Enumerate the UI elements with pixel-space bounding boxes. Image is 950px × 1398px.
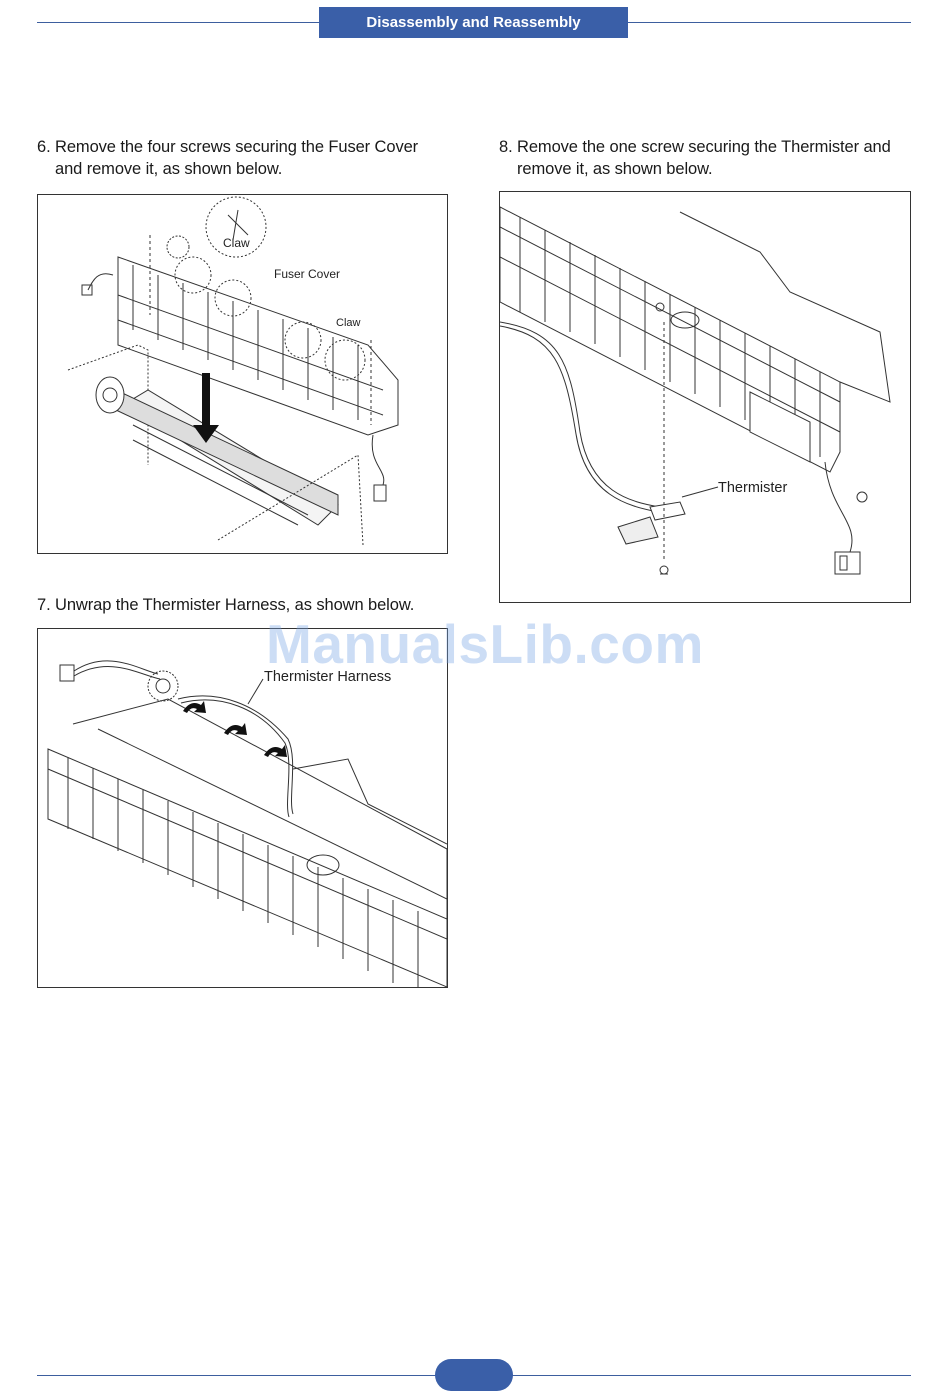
harness-illustration: Thermister Harness: [47, 660, 447, 987]
label-claw-top: Claw: [223, 236, 250, 250]
step-8-line-2: remove it, as shown below.: [517, 160, 713, 178]
fuser-cover-illustration: Claw Fuser Cover Claw: [67, 196, 399, 546]
down-arrow-icon: [193, 373, 219, 443]
label-thermister: Thermister: [718, 480, 787, 496]
curved-arrow-icon: [224, 723, 247, 735]
unwrap-arrows: [183, 701, 287, 757]
label-claw-right: Claw: [336, 317, 361, 329]
figure-fuser-cover-removal: Claw Fuser Cover Claw: [37, 194, 448, 554]
step-6-text: 6. Remove the four screws securing the F…: [37, 136, 418, 180]
thermister-illustration: Thermister: [500, 206, 891, 575]
figure-thermister-removal: Thermister: [499, 191, 911, 603]
step-6-line-1: 6. Remove the four screws securing the F…: [37, 138, 419, 156]
watermark: ManualsLib.com: [266, 613, 704, 675]
curved-arrow-icon: [183, 701, 206, 713]
step-8-text: 8. Remove the one screw securing the The…: [499, 136, 891, 180]
page-number-badge: [435, 1359, 513, 1391]
step-8-line-1: 8. Remove the one screw securing the The…: [499, 138, 891, 156]
section-title: Disassembly and Reassembly: [319, 7, 628, 38]
step-7-text: 7. Unwrap the Thermister Harness, as sho…: [37, 594, 414, 616]
figure-harness-unwrap: Thermister Harness: [37, 628, 448, 988]
curved-arrow-icon: [264, 745, 287, 757]
step-6-line-2: and remove it, as shown below.: [55, 160, 283, 178]
label-fuser-cover: Fuser Cover: [274, 267, 340, 281]
step-7-line-1: 7. Unwrap the Thermister Harness, as sho…: [37, 596, 415, 614]
label-thermister-harness: Thermister Harness: [264, 669, 391, 685]
